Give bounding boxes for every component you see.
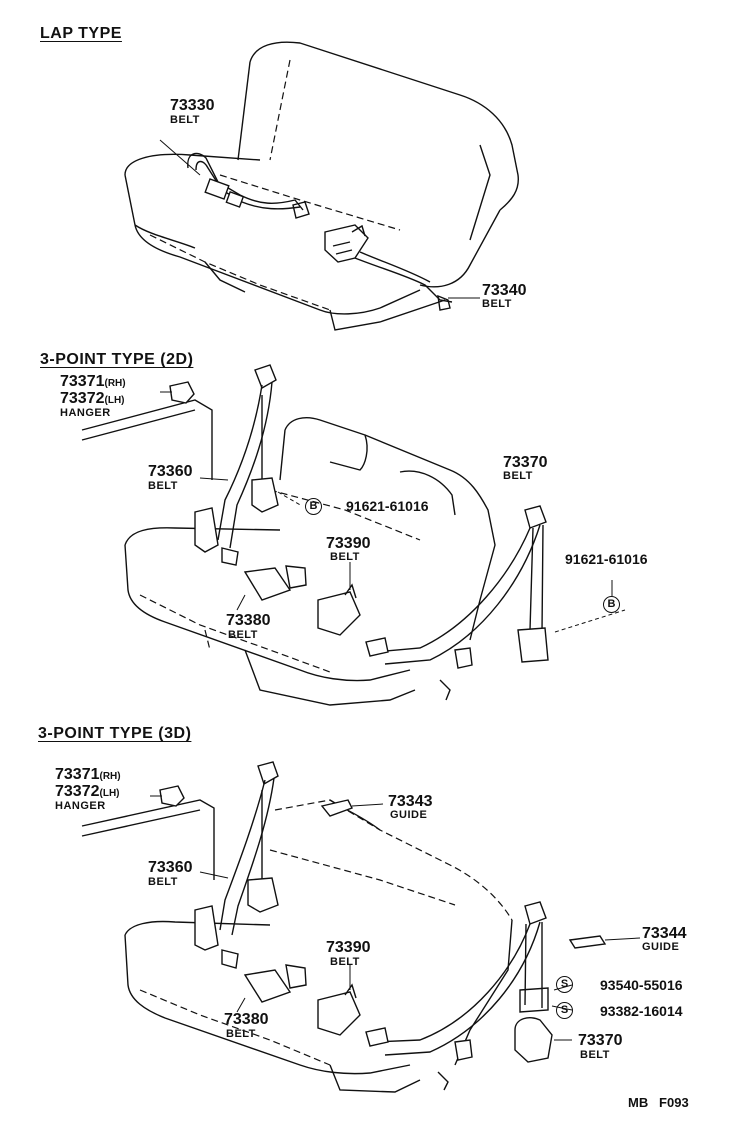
part-name-guide: GUIDE [390, 809, 428, 821]
part-number-73360: 73360 [148, 463, 193, 480]
part-number-73360: 73360 [148, 859, 193, 876]
part-number-73340: 73340 [482, 282, 527, 299]
section-title-3-point-3d: 3-POINT TYPE (3D) [38, 725, 192, 742]
screw-number-93382-16014: 93382-16014 [600, 1003, 683, 1019]
part-name-belt: BELT [580, 1049, 610, 1061]
part-number-73390: 73390 [326, 939, 371, 956]
part-number-73344: 73344 [642, 925, 687, 942]
part-number-73380: 73380 [224, 1011, 269, 1028]
bolt-symbol-b: B [603, 596, 620, 613]
part-name-belt: BELT [482, 298, 512, 310]
three-door-seat-drawing [81, 761, 641, 1093]
part-number-73372: 73372(LH) [55, 783, 120, 800]
bolt-number-91621-61016: 91621-61016 [565, 551, 648, 567]
screw-number-93540-55016: 93540-55016 [600, 977, 683, 993]
section-title-3-point-2d: 3-POINT TYPE (2D) [40, 351, 194, 368]
screw-symbol-s: S [556, 1002, 573, 1019]
two-door-seat-drawing [81, 364, 626, 706]
part-name-guide: GUIDE [642, 941, 680, 953]
section-title-lap-type: LAP TYPE [40, 25, 122, 42]
part-name-belt: BELT [503, 470, 533, 482]
diagram-code: MB F093 [628, 1095, 689, 1110]
part-name-hanger: HANGER [60, 407, 111, 419]
part-number-73372: 73372(LH) [60, 390, 125, 407]
part-number-73370: 73370 [578, 1032, 623, 1049]
part-name-hanger: HANGER [55, 800, 106, 812]
screw-symbol-s: S [556, 976, 573, 993]
part-name-belt: BELT [228, 629, 258, 641]
lap-seat-drawing [124, 41, 519, 331]
part-number-73370: 73370 [503, 454, 548, 471]
part-number-73371: 73371(RH) [60, 373, 126, 390]
part-number-73330: 73330 [170, 97, 215, 114]
part-name-belt: BELT [148, 876, 178, 888]
part-number-73343: 73343 [388, 793, 433, 810]
part-number-73390: 73390 [326, 535, 371, 552]
part-name-belt: BELT [170, 114, 200, 126]
bolt-symbol-b: B [305, 498, 322, 515]
part-name-belt: BELT [330, 956, 360, 968]
part-name-belt: BELT [148, 480, 178, 492]
part-number-73371: 73371(RH) [55, 766, 121, 783]
part-name-belt: BELT [330, 551, 360, 563]
part-number-73380: 73380 [226, 612, 271, 629]
part-name-belt: BELT [226, 1028, 256, 1040]
bolt-number-91621-61016: 91621-61016 [346, 498, 429, 514]
